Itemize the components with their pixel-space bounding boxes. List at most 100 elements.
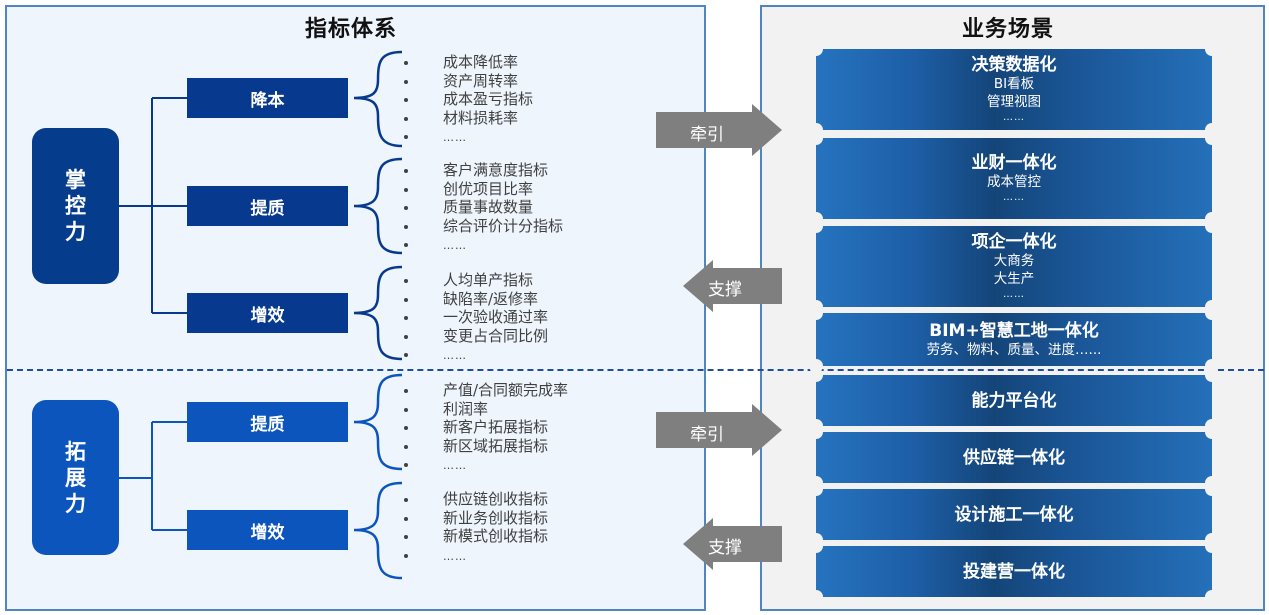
dimension-quality-expansion: 提质 xyxy=(187,402,348,442)
notch-decoration xyxy=(1205,590,1219,604)
notch-decoration xyxy=(809,131,823,145)
scene-decision-data: 决策数据化 BI看板 管理视图 …… xyxy=(809,42,1219,137)
indicator-system-title: 指标体系 xyxy=(305,17,398,42)
section-divider xyxy=(7,369,1264,371)
brace-efficiency-2 xyxy=(353,481,403,580)
scene-title: 能力平台化 xyxy=(971,390,1057,411)
arrow-label-support-top: 支撑 xyxy=(708,280,742,300)
indicator-list-efficiency-control: 人均单产指标 缺陷率/返修率 一次验收通过率 变更占合同比例 …… xyxy=(404,271,548,366)
indicator-item-more: …… xyxy=(404,546,548,567)
notch-decoration xyxy=(809,42,823,56)
scene-capability-platform: 能力平台化 xyxy=(809,368,1219,433)
notch-decoration xyxy=(1205,482,1219,496)
brace-cost-reduction xyxy=(353,50,403,148)
indicator-item: 新模式创收指标 xyxy=(404,527,548,546)
indicator-item: 一次验收通过率 xyxy=(404,308,548,327)
indicator-list-quality-expansion: 产值/合同额完成率 利润率 新客户拓展指标 新区域拓展指标 …… xyxy=(404,381,568,476)
scene-project-enterprise: 项企一体化 大商务 大生产 …… xyxy=(809,219,1219,314)
indicator-item: 质量事故数量 xyxy=(404,198,563,217)
scene-subtitle: 大生产 xyxy=(993,270,1035,287)
capability-control: 掌 控 力 xyxy=(32,128,119,284)
scene-title: 项企一体化 xyxy=(971,231,1057,252)
arrow-left-top xyxy=(683,260,782,312)
indicator-item-more: …… xyxy=(404,455,568,476)
brace-quality-1 xyxy=(353,157,403,255)
dimension-efficiency-control: 增效 xyxy=(187,293,348,333)
scene-more: …… xyxy=(1003,111,1025,123)
capability-char: 掌 xyxy=(65,168,86,192)
dimension-efficiency-expansion: 增效 xyxy=(187,510,348,550)
indicator-item: 材料损耗率 xyxy=(404,109,533,128)
scene-bim-smart-site: BIM+智慧工地一体化 劳务、物料、质量、进度…... xyxy=(809,306,1219,373)
notch-decoration xyxy=(809,590,823,604)
scene-subtitle: 大商务 xyxy=(993,252,1035,269)
scene-title: 业财一体化 xyxy=(971,152,1057,173)
scene-subtitle: BI看板 xyxy=(993,75,1035,92)
indicator-item: 客户满意度指标 xyxy=(404,161,563,180)
brace-quality-2 xyxy=(353,373,403,471)
scene-business-finance: 业财一体化 成本管控 …… xyxy=(809,131,1219,226)
arrow-left-bottom xyxy=(683,518,782,570)
indicator-list-quality-control: 客户满意度指标 创优项目比率 质量事故数量 综合评价计分指标 …… xyxy=(404,161,563,256)
capability-char: 控 xyxy=(65,194,86,218)
notch-decoration xyxy=(1205,425,1219,439)
notch-decoration xyxy=(809,368,823,382)
indicator-item-more: …… xyxy=(404,127,533,148)
indicator-item: 人均单产指标 xyxy=(404,271,548,290)
dimension-quality-control: 提质 xyxy=(187,186,348,226)
notch-decoration xyxy=(809,306,823,320)
scene-title: 设计施工一体化 xyxy=(954,504,1074,525)
arrow-label-drive-bottom: 牵引 xyxy=(690,425,724,445)
indicator-item: 新业务创收指标 xyxy=(404,509,548,528)
scene-design-construction: 设计施工一体化 xyxy=(809,482,1219,547)
indicator-item: 变更占合同比例 xyxy=(404,327,548,346)
scene-title: 决策数据化 xyxy=(971,54,1057,75)
scene-subtitle: 管理视图 xyxy=(987,93,1041,110)
indicator-system-panel xyxy=(5,5,706,611)
indicator-item: 新客户拓展指标 xyxy=(404,418,568,437)
arrow-label-support-bottom: 支撑 xyxy=(708,538,742,558)
indicator-item: 成本降低率 xyxy=(404,53,533,72)
tree-connector-expand xyxy=(119,421,187,531)
notch-decoration xyxy=(1205,368,1219,382)
indicator-item: 产值/合同额完成率 xyxy=(404,381,568,400)
arrow-right-bottom xyxy=(656,404,782,456)
indicator-item: 成本盈亏指标 xyxy=(404,90,533,109)
indicator-item: 利润率 xyxy=(404,400,568,419)
notch-decoration xyxy=(1205,219,1219,233)
arrow-right-top xyxy=(656,104,782,156)
capability-char: 力 xyxy=(65,491,86,516)
scene-subtitle: 劳务、物料、质量、进度…... xyxy=(926,341,1102,358)
indicator-item-more: …… xyxy=(404,345,548,366)
indicator-item: 创优项目比率 xyxy=(404,180,563,199)
notch-decoration xyxy=(1205,306,1219,320)
tree-connector-control xyxy=(119,97,187,314)
business-scenario-title: 业务场景 xyxy=(962,17,1055,42)
dimension-cost-reduction: 降本 xyxy=(187,78,348,118)
scene-supply-chain: 供应链一体化 xyxy=(809,425,1219,490)
arrow-label-drive-top: 牵引 xyxy=(690,125,724,145)
scene-title: 投建营一体化 xyxy=(963,561,1065,582)
scene-title: BIM+智慧工地一体化 xyxy=(929,320,1099,341)
indicator-item: 缺陷率/返修率 xyxy=(404,290,548,309)
brace-efficiency-1 xyxy=(353,265,403,361)
scene-invest-build-operate: 投建营一体化 xyxy=(809,539,1219,604)
notch-decoration xyxy=(809,219,823,233)
notch-decoration xyxy=(1205,42,1219,56)
indicator-item: 资产周转率 xyxy=(404,72,533,91)
notch-decoration xyxy=(1205,539,1219,553)
notch-decoration xyxy=(809,425,823,439)
indicator-list-efficiency-expansion: 供应链创收指标 新业务创收指标 新模式创收指标 …… xyxy=(404,490,548,566)
scene-more: …… xyxy=(1003,288,1025,300)
notch-decoration xyxy=(1205,131,1219,145)
indicator-item-more: …… xyxy=(404,235,563,256)
scene-more: …… xyxy=(1003,191,1025,203)
capability-expansion: 拓 展 力 xyxy=(32,400,119,555)
notch-decoration xyxy=(809,482,823,496)
indicator-item: 供应链创收指标 xyxy=(404,490,548,509)
scene-title: 供应链一体化 xyxy=(963,447,1065,468)
capability-char: 拓 xyxy=(65,439,86,464)
indicator-list-cost-reduction: 成本降低率 资产周转率 成本盈亏指标 材料损耗率 …… xyxy=(404,53,533,148)
capability-char: 展 xyxy=(65,465,86,490)
